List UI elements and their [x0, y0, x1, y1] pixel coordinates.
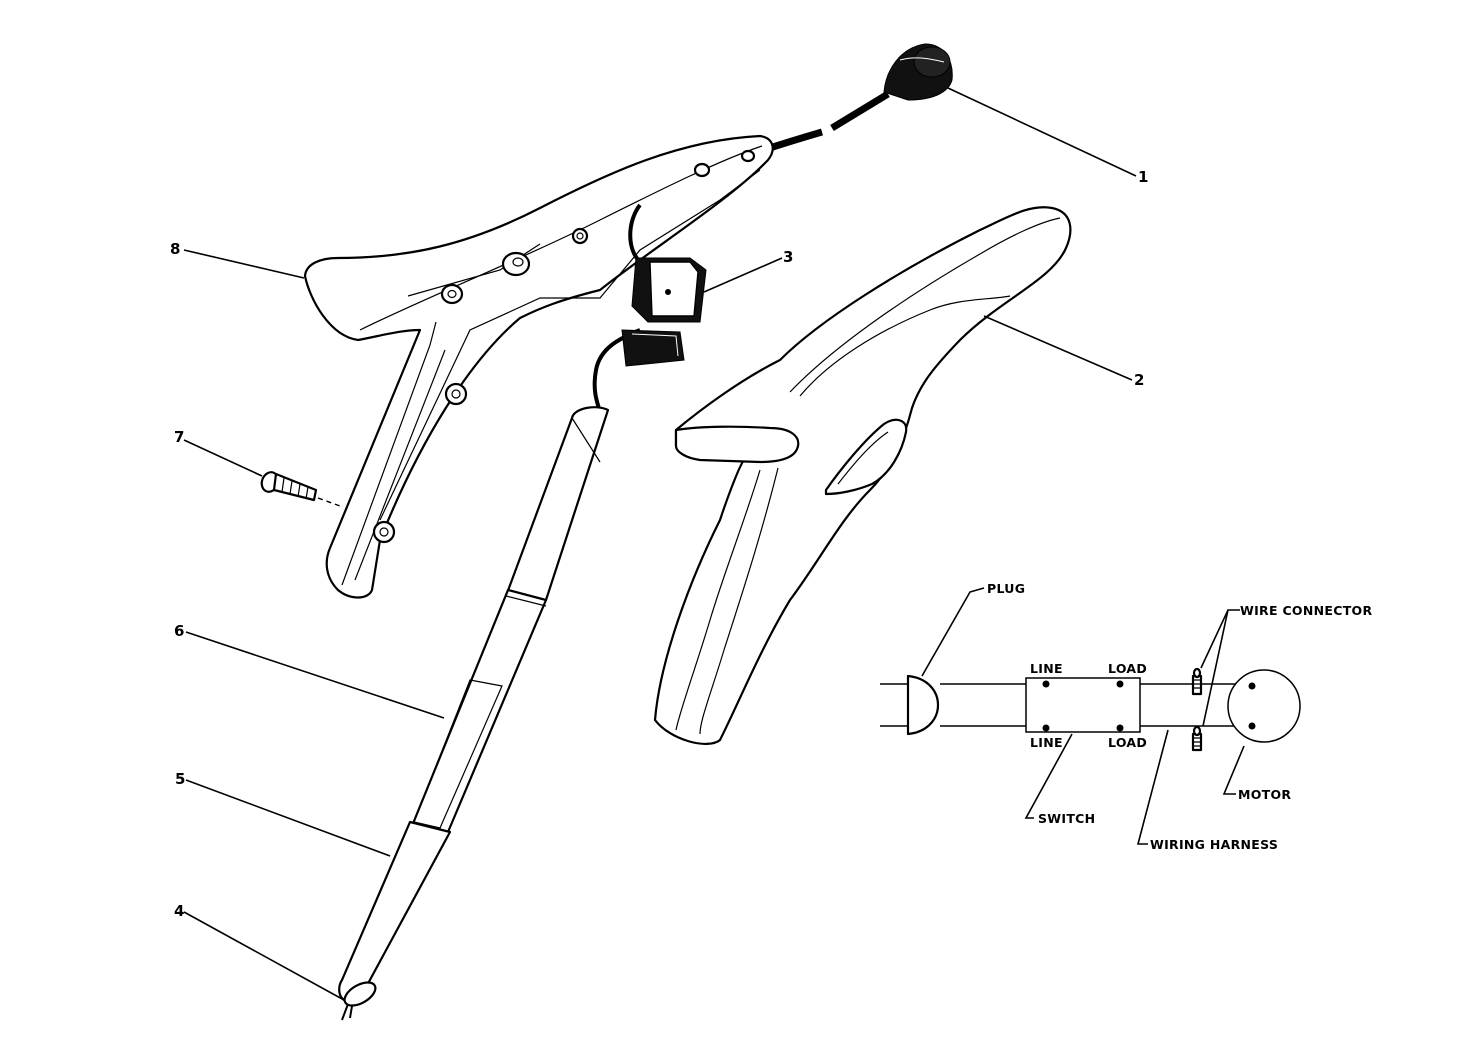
- callout-5: 5: [175, 770, 185, 788]
- part-8-handle-half-left: [303, 134, 774, 599]
- callout-7: 7: [174, 428, 184, 446]
- label-wire-connector: WIRE CONNECTOR: [1240, 603, 1372, 618]
- label-load-top: LOAD: [1108, 661, 1147, 676]
- label-load-bottom: LOAD: [1108, 735, 1147, 750]
- callout-labels: 1 2 3 4 5 6 7 8: [170, 168, 1148, 920]
- label-line-top: LINE: [1030, 661, 1063, 676]
- callout-3: 3: [783, 248, 793, 266]
- callout-8: 8: [170, 240, 180, 258]
- callout-4: 4: [174, 902, 184, 920]
- schematic-motor: [1227, 669, 1301, 743]
- part-5-6-handle-tube: [338, 406, 610, 1021]
- callout-6: 6: [174, 622, 184, 640]
- part-7-screw: [260, 471, 341, 507]
- callout-1: 1: [1138, 168, 1148, 186]
- part-2-handle-half-right: [653, 206, 1072, 745]
- label-line-bottom: LINE: [1030, 735, 1063, 750]
- label-wiring-harness: WIRING HARNESS: [1150, 837, 1278, 852]
- wiring-schematic: PLUG WIRE CONNECTOR LINE LOAD LINE LOAD …: [880, 581, 1372, 852]
- callout-2: 2: [1134, 371, 1144, 389]
- schematic-switch-box: [1025, 677, 1141, 733]
- leader-lines: [183, 87, 1137, 1001]
- part-3-switch: [621, 257, 707, 367]
- label-motor: MOTOR: [1238, 787, 1291, 802]
- label-switch: SWITCH: [1038, 811, 1095, 826]
- label-plug: PLUG: [987, 581, 1025, 596]
